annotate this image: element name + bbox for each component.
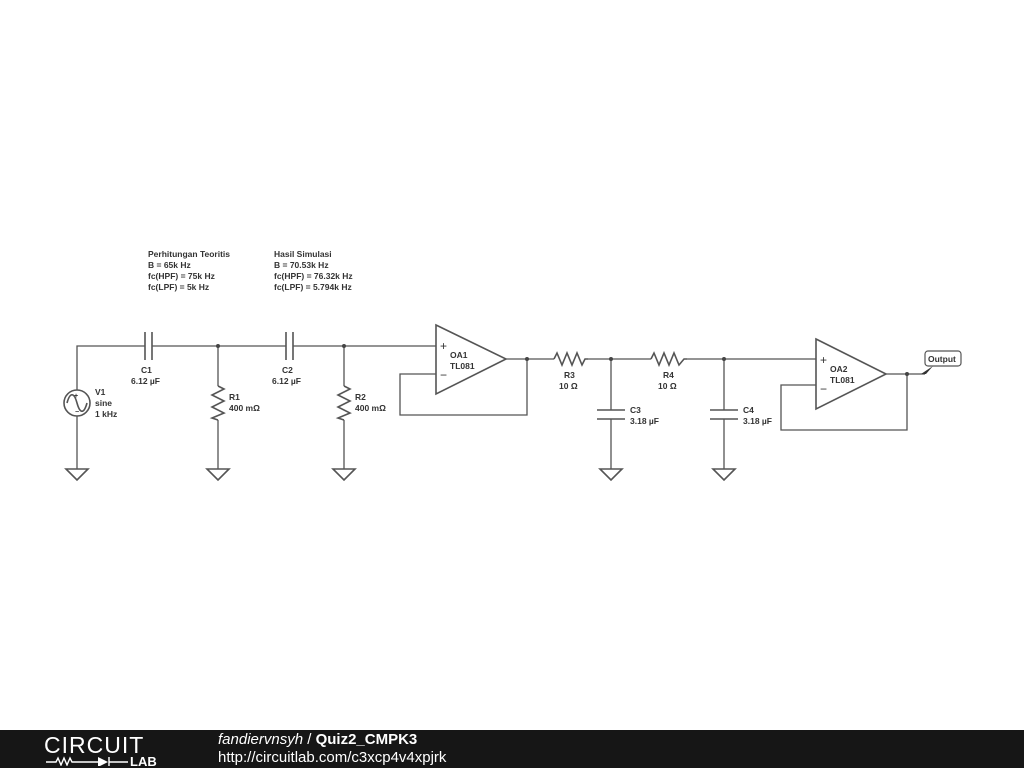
c1-value: 6.12 µF	[131, 376, 160, 386]
sine-wave-icon	[66, 393, 88, 413]
r3-value: 10 Ω	[559, 381, 578, 391]
r4-name: R4	[663, 370, 674, 380]
sine-source-icon	[63, 389, 91, 417]
resistor-icon	[335, 385, 352, 421]
oa2-model: TL081	[830, 375, 855, 385]
junction-dot	[342, 344, 346, 348]
r2-value: 400 mΩ	[355, 403, 386, 413]
simulation-note-line: fc(LPF) = 5.794k Hz	[274, 282, 352, 292]
wires	[76, 345, 925, 469]
c3-value: 3.18 µF	[630, 416, 659, 426]
r1-name: R1	[229, 392, 240, 402]
resistor-icon	[553, 350, 588, 368]
plus-sign: +	[74, 393, 78, 400]
junctions	[216, 344, 909, 376]
simulation-note-title: Hasil Simulasi	[274, 249, 332, 259]
wire	[780, 374, 908, 431]
capacitor-c4[interactable]: C4 3.18 µF	[710, 405, 772, 426]
junction-dot	[525, 357, 529, 361]
resistor-r2[interactable]: R2 400 mΩ	[335, 385, 386, 421]
c2-value: 6.12 µF	[272, 376, 301, 386]
r3-name: R3	[564, 370, 575, 380]
resistor-r1[interactable]: R1 400 mΩ	[209, 385, 260, 421]
ground-icon	[711, 468, 737, 482]
logo-word-lab: LAB	[130, 754, 157, 766]
plus-sign: +	[820, 353, 827, 367]
simulation-note-line: fc(HPF) = 76.32k Hz	[274, 271, 353, 281]
ground-symbols	[64, 468, 737, 482]
v1-value: 1 kHz	[95, 409, 117, 419]
c4-name: C4	[743, 405, 754, 415]
capacitor-icon	[597, 409, 625, 420]
opamp-triangle-icon	[435, 323, 508, 396]
c2-name: C2	[282, 365, 293, 375]
oa2-name: OA2	[830, 364, 848, 374]
schematic-canvas: Perhitungan Teoritis B = 65k Hz fc(HPF) …	[63, 249, 962, 482]
theory-note: Perhitungan Teoritis B = 65k Hz fc(HPF) …	[148, 249, 230, 292]
junction-dot	[722, 357, 726, 361]
opamp-triangle-icon	[815, 337, 888, 411]
net-label-box	[924, 350, 962, 367]
ground-icon	[64, 468, 90, 482]
capacitor-icon	[710, 409, 738, 420]
resistor-icon	[650, 350, 687, 368]
oa1-name: OA1	[450, 350, 468, 360]
project-url[interactable]: http://circuitlab.com/c3xcp4v4xpjrk	[218, 749, 447, 766]
resistor-r4[interactable]: R4 10 Ω	[650, 350, 687, 391]
author-name[interactable]: fandiervnsyh	[218, 731, 304, 748]
junction-dot	[609, 357, 613, 361]
opamp-oa2[interactable]: + − OA2 TL081	[815, 337, 888, 411]
theory-note-line: fc(LPF) = 5k Hz	[148, 282, 209, 292]
logo-resistor-icon	[46, 756, 98, 766]
junction-dot	[905, 372, 909, 376]
title-separator: /	[303, 731, 316, 748]
ground-icon	[598, 468, 624, 482]
simulation-note-line: B = 70.53k Hz	[274, 260, 329, 270]
output-label: Output	[928, 354, 956, 364]
wire	[76, 345, 145, 390]
resistor-icon	[209, 385, 226, 421]
ground-icon	[205, 468, 231, 482]
c1-name: C1	[141, 365, 152, 375]
opamp-oa1[interactable]: + − OA1 TL081	[435, 323, 508, 396]
source-v1[interactable]: + − V1 sine 1 kHz	[63, 387, 117, 419]
logo-diode-bar-icon	[108, 757, 128, 766]
ground-icon	[331, 468, 357, 482]
r1-value: 400 mΩ	[229, 403, 260, 413]
plus-sign: +	[440, 339, 447, 353]
v1-name: V1	[95, 387, 106, 397]
wire	[399, 359, 528, 416]
c3-name: C3	[630, 405, 641, 415]
logo-word-circuit: CIRCUIT	[44, 732, 144, 758]
output-net-label[interactable]: Output	[921, 350, 962, 374]
theory-note-line: fc(HPF) = 75k Hz	[148, 271, 215, 281]
c4-value: 3.18 µF	[743, 416, 772, 426]
v1-type: sine	[95, 398, 112, 408]
net-flag-icon	[921, 366, 933, 374]
minus-sign: −	[75, 409, 79, 416]
oa1-model: TL081	[450, 361, 475, 371]
capacitor-c2[interactable]: C2 6.12 µF	[272, 332, 301, 386]
project-name[interactable]: Quiz2_CMPK3	[315, 731, 418, 748]
theory-note-title: Perhitungan Teoritis	[148, 249, 230, 259]
footer-bar: CIRCUIT LAB fandiervnsyh / Quiz2_CMPK3 h…	[0, 730, 1024, 768]
logo-diode-icon	[98, 757, 108, 766]
circuitlab-logo[interactable]: CIRCUIT LAB	[44, 732, 176, 766]
capacitor-c3[interactable]: C3 3.18 µF	[597, 405, 659, 426]
simulation-note: Hasil Simulasi B = 70.53k Hz fc(HPF) = 7…	[274, 249, 353, 292]
footer-title: fandiervnsyh / Quiz2_CMPK3	[218, 731, 417, 748]
capacitor-icon	[144, 332, 153, 360]
resistor-r3[interactable]: R3 10 Ω	[553, 350, 588, 391]
junction-dot	[216, 344, 220, 348]
r4-value: 10 Ω	[658, 381, 677, 391]
minus-sign: −	[440, 368, 447, 382]
r2-name: R2	[355, 392, 366, 402]
minus-sign: −	[820, 382, 827, 396]
capacitor-c1[interactable]: C1 6.12 µF	[131, 332, 160, 386]
capacitor-icon	[285, 332, 294, 360]
theory-note-line: B = 65k Hz	[148, 260, 191, 270]
